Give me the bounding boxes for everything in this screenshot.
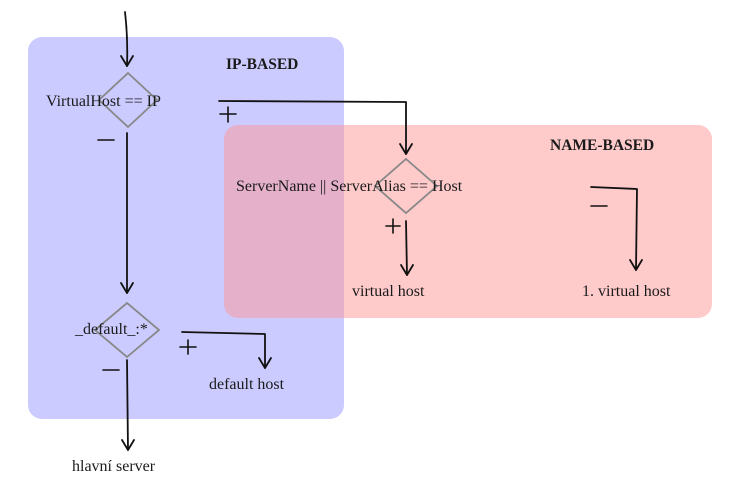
default-no-arrow bbox=[126, 359, 129, 451]
default-no-arrowhead bbox=[121, 439, 135, 451]
entry-arrowhead bbox=[120, 55, 134, 67]
servername-yes-arrowhead bbox=[400, 264, 414, 276]
name-based-label: NAME-BASED bbox=[550, 137, 655, 154]
virtualhost-yes-plus bbox=[219, 106, 237, 123]
virtualhost-yes-arrow bbox=[218, 100, 407, 155]
default-yes-arrowhead bbox=[258, 357, 272, 369]
servername-no-arrow bbox=[590, 186, 638, 271]
servername-yes-arrow bbox=[405, 220, 408, 276]
virtualhost-decision-diamond bbox=[97, 71, 159, 129]
default-decision-diamond bbox=[93, 301, 161, 359]
default-yes-arrow bbox=[181, 331, 266, 369]
virtual-host-outcome: virtual host bbox=[352, 283, 425, 300]
default-host-outcome: default host bbox=[209, 376, 285, 393]
servername-no-arrowhead bbox=[629, 259, 643, 271]
main-server-outcome: hlavní server bbox=[72, 458, 156, 475]
servername-yes-plus bbox=[385, 218, 401, 234]
virtualhost-condition-label: VirtualHost == IP bbox=[46, 93, 161, 110]
default-yes-plus bbox=[179, 339, 197, 355]
first-virtual-host-outcome: 1. virtual host bbox=[582, 283, 671, 300]
name-based-region bbox=[224, 125, 712, 318]
virtualhost-yes-arrowhead bbox=[399, 143, 413, 155]
entry-arrow bbox=[124, 11, 129, 67]
servername-condition-label: ServerName || ServerAlias == Host bbox=[236, 178, 463, 195]
servername-decision-diamond bbox=[373, 157, 439, 215]
ip-based-label: IP-BASED bbox=[226, 56, 299, 73]
default-condition-label: _default_:* bbox=[75, 321, 148, 338]
virtualhost-no-arrowhead bbox=[120, 282, 134, 294]
